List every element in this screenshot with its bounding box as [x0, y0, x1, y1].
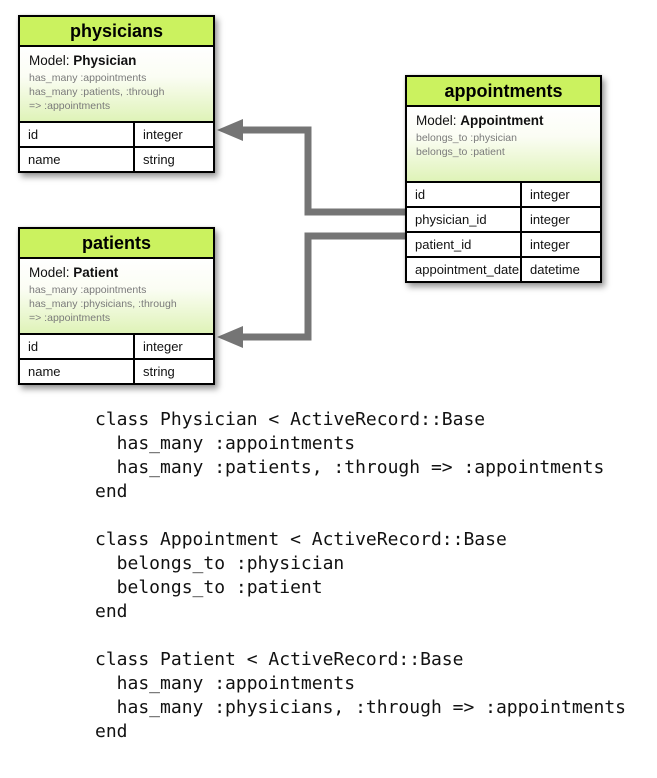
entity-model-section: Model: Patient has_many :appointments ha… — [20, 259, 213, 335]
table-row: appointment_date datetime — [407, 256, 600, 281]
entity-model-section: Model: Appointment belongs_to :physician… — [407, 107, 600, 183]
code-block-appointment: class Appointment < ActiveRecord::Base b… — [95, 528, 626, 624]
code-line: class Patient < ActiveRecord::Base — [95, 649, 464, 670]
field-list: id integer physician_id integer patient_… — [407, 183, 600, 281]
column-name: appointment_date — [415, 262, 520, 277]
field-list: id integer name string — [20, 335, 213, 383]
column-name: id — [28, 339, 39, 354]
table-row: physician_id integer — [407, 206, 600, 231]
code-line: end — [95, 721, 128, 742]
column-name: id — [415, 187, 426, 202]
column-type: datetime — [520, 258, 600, 281]
model-label: Model: — [416, 113, 457, 128]
column-type: integer — [520, 183, 600, 206]
column-type: integer — [133, 123, 213, 146]
column-name: patient_id — [415, 237, 472, 252]
entity-title: physicians — [20, 17, 213, 47]
association-line: => :appointments — [29, 312, 111, 324]
entity-patients: patients Model: Patient has_many :appoin… — [18, 227, 215, 385]
entity-physicians: physicians Model: Physician has_many :ap… — [18, 15, 215, 173]
code-block-patient: class Patient < ActiveRecord::Base has_m… — [95, 648, 626, 744]
arrowhead-icon — [217, 119, 243, 141]
code-line: end — [95, 601, 128, 622]
model-label: Model: — [29, 265, 70, 280]
model-line: Model: Patient — [29, 265, 213, 280]
column-type: integer — [133, 335, 213, 358]
column-name: name — [28, 364, 61, 379]
column-type: integer — [520, 233, 600, 256]
association-line: belongs_to :physician — [416, 132, 517, 144]
table-row: name string — [20, 146, 213, 171]
model-name: Patient — [73, 265, 119, 280]
table-row: name string — [20, 358, 213, 383]
code-line: has_many :patients, :through => :appoint… — [95, 457, 605, 478]
association-line: has_many :appointments — [29, 72, 147, 84]
arrowhead-icon — [217, 326, 243, 348]
table-row: id integer — [20, 123, 213, 146]
model-name: Physician — [73, 53, 137, 68]
relation-patient-id-to-patients — [217, 232, 405, 348]
association-line: has_many :patients, :through — [29, 86, 165, 98]
model-line: Model: Appointment — [416, 113, 600, 128]
entity-model-section: Model: Physician has_many :appointments … — [20, 47, 213, 123]
relation-physician-id-to-physicians — [217, 119, 405, 216]
column-name: physician_id — [415, 212, 487, 227]
table-row: id integer — [407, 183, 600, 206]
code-line: belongs_to :patient — [95, 577, 323, 598]
code-line: has_many :physicians, :through => :appoi… — [95, 697, 627, 718]
relation-line — [241, 232, 405, 341]
association-line: belongs_to :patient — [416, 146, 505, 158]
code-line: belongs_to :physician — [95, 553, 345, 574]
entity-appointments: appointments Model: Appointment belongs_… — [405, 75, 602, 283]
code-listing: class Physician < ActiveRecord::Base has… — [95, 408, 626, 744]
code-block-physician: class Physician < ActiveRecord::Base has… — [95, 408, 626, 504]
model-label: Model: — [29, 53, 70, 68]
column-type: string — [133, 148, 213, 171]
code-line: has_many :appointments — [95, 433, 356, 454]
entity-title: appointments — [407, 77, 600, 107]
field-list: id integer name string — [20, 123, 213, 171]
code-line: end — [95, 481, 128, 502]
table-row: patient_id integer — [407, 231, 600, 256]
column-name: name — [28, 152, 61, 167]
entity-title: patients — [20, 229, 213, 259]
column-name: id — [28, 127, 39, 142]
model-name: Appointment — [460, 113, 544, 128]
column-type: string — [133, 360, 213, 383]
association-line: has_many :appointments — [29, 284, 147, 296]
code-line: class Physician < ActiveRecord::Base — [95, 409, 486, 430]
association-line: has_many :physicians, :through — [29, 298, 177, 310]
association-line: => :appointments — [29, 100, 111, 112]
column-type: integer — [520, 208, 600, 231]
relation-line — [241, 126, 405, 216]
code-line: has_many :appointments — [95, 673, 356, 694]
table-row: id integer — [20, 335, 213, 358]
code-line: class Appointment < ActiveRecord::Base — [95, 529, 507, 550]
model-line: Model: Physician — [29, 53, 213, 68]
